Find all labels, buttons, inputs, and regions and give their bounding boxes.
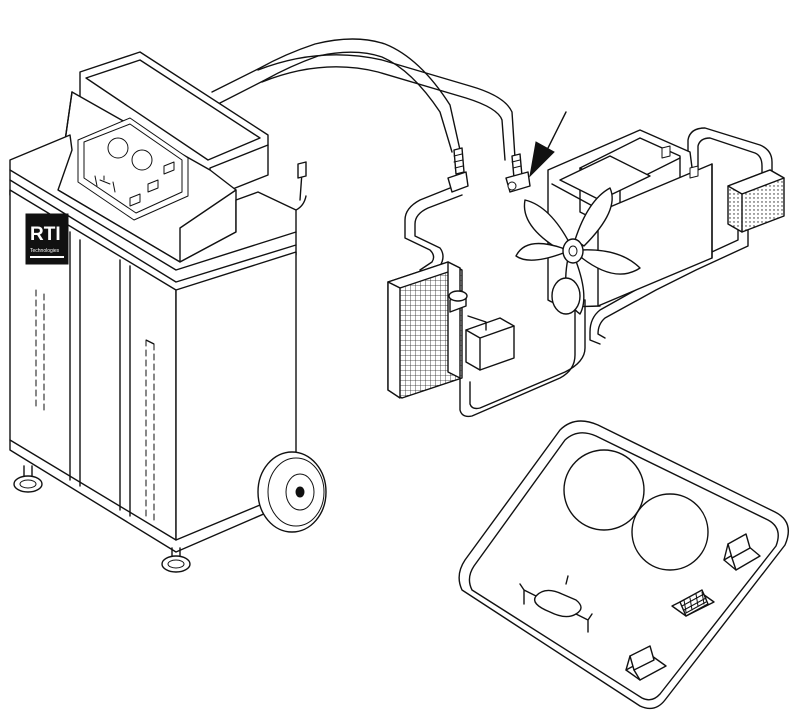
logo-tagline: Technologies [30, 248, 60, 254]
logo-brand: RTI [30, 224, 61, 245]
hose-fittings [448, 148, 530, 192]
coolant-service-machine: RTI Technologies [10, 52, 326, 572]
rti-logo: RTI Technologies [26, 214, 68, 264]
radiator [388, 262, 514, 398]
rear-wheel [258, 452, 326, 532]
control-panel-detail [459, 421, 788, 708]
heater-core [728, 170, 784, 232]
front-caster-left [14, 466, 42, 492]
